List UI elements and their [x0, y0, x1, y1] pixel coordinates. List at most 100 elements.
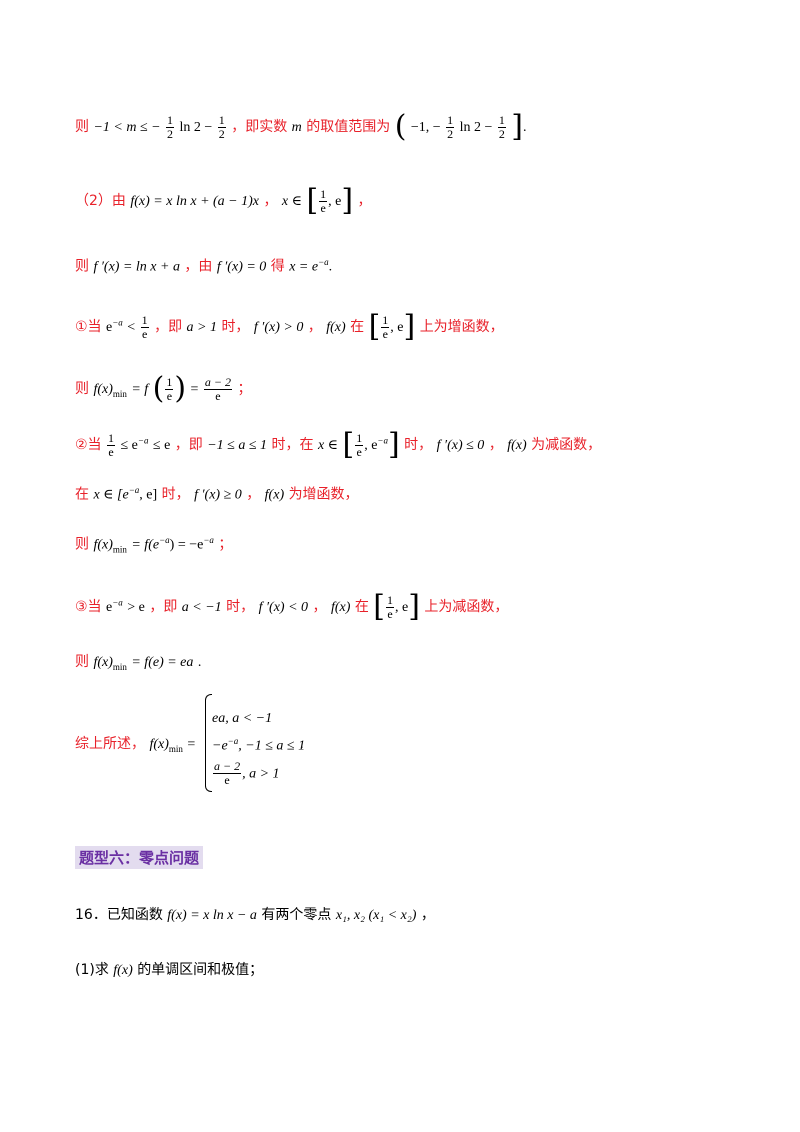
math: , e [390, 320, 404, 335]
text: ，即 [149, 599, 178, 615]
line-case2-increase: 在 x ∈ [e−a, e] 时， f ′(x) ≥ 0 ， f(x) 为增函数… [75, 480, 359, 506]
math: f ′(x) < 0 [258, 600, 309, 615]
math-exp: −a [159, 535, 170, 545]
line-case3-min: 则 f(x)min = f(e) = ea . [75, 652, 201, 677]
math: −1 ≤ a ≤ 1 [207, 438, 268, 453]
math: = f(e) = ea [131, 655, 194, 670]
text: 时， [161, 486, 190, 503]
text: ， [357, 193, 372, 209]
text: ，即 [174, 437, 203, 453]
math: < [127, 320, 136, 335]
math-ln2: ln 2 − [459, 120, 493, 135]
text: 在 [350, 319, 365, 335]
math-exp: −a [137, 435, 149, 446]
period: . [197, 655, 202, 670]
math: > e [127, 600, 145, 615]
math-exp: −a [112, 317, 123, 328]
text: 有两个零点 [261, 907, 332, 923]
text: ，即实数 [231, 119, 288, 135]
bracket-right: ] [341, 183, 354, 218]
period: . [328, 259, 333, 275]
text: 在 [75, 486, 89, 503]
math: = [190, 382, 199, 397]
math-fx: f(x) [93, 382, 113, 397]
math: , e [364, 438, 378, 453]
text: ， [246, 486, 261, 503]
text: ； [218, 536, 233, 553]
bracket-left: [ [368, 309, 381, 344]
math: , e [328, 194, 342, 209]
text: 上为减函数， [424, 599, 509, 615]
text: ，由 [184, 258, 213, 275]
question-part: (1)求 [75, 962, 109, 978]
math: = [187, 737, 196, 752]
text-summary: 综上所述， [75, 736, 145, 752]
line-question-16-1: (1)求 f(x) 的单调区间和极值； [75, 960, 263, 981]
math-exp: −a [128, 485, 140, 495]
math-fx: f(x) [149, 737, 169, 752]
paren-left: ( [152, 371, 165, 406]
math: f ′(x) > 0 [253, 320, 304, 335]
text: 在 [354, 599, 369, 615]
math-exp: −a [203, 535, 214, 545]
math: x ∈ [317, 438, 339, 453]
paren-right: ) [174, 371, 187, 406]
math-m: m [291, 120, 302, 135]
math-exp: −a [318, 257, 329, 267]
math: = f(e [131, 537, 160, 553]
question-lead: 16．已知函数 [75, 907, 163, 923]
period: . [300, 737, 304, 752]
text: 时，在 [271, 437, 314, 453]
math-fx: f(x) [330, 600, 351, 615]
text: 的取值范围为 [306, 119, 391, 135]
line-question-16: 16．已知函数 f(x) = x ln x − a 有两个零点 x₁, x₂ (… [75, 905, 435, 926]
math: ) = −e [169, 537, 204, 553]
math-zeros: x₁, x₂ (x₁ < x₂) [335, 908, 417, 923]
math: , e] [139, 487, 158, 503]
math-fx: f(x) [113, 963, 133, 978]
text-part2: （2）由 [75, 193, 126, 209]
text: 时， [404, 437, 433, 453]
math-sub: min [112, 544, 127, 555]
math-fx-definition: f(x) = x ln x + (a − 1)x [130, 194, 259, 209]
math-ln2: ln 2 − [179, 120, 213, 135]
math-exp: −a [112, 597, 123, 608]
math: f ′(x) ≥ 0 [194, 487, 242, 503]
math-fx: f(x) [326, 320, 346, 335]
math: ≤ e [120, 438, 138, 453]
text-ze: 则 [75, 381, 89, 397]
summary-period: . [300, 734, 304, 755]
text-ze: 则 [75, 119, 89, 135]
text: ， [420, 907, 435, 923]
math-fx: f(x) [93, 655, 113, 670]
math-fx: f(x) [507, 438, 527, 453]
text-ze: 则 [75, 536, 89, 553]
paren-left: ( [394, 109, 407, 144]
piecewise-brace [205, 694, 212, 792]
period: . [522, 120, 527, 135]
math-fx-definition: f(x) = x ln x − a [167, 908, 257, 923]
text-case3: ③当 [75, 599, 102, 615]
text: 时， [221, 319, 250, 335]
math: x ∈ [e [93, 487, 129, 503]
math: a > 1 [186, 320, 217, 335]
line-derivative: 则 f ′(x) = ln x + a ，由 f ′(x) = 0 得 x = … [75, 252, 332, 278]
text: ， [312, 599, 327, 615]
text: ； [237, 381, 252, 397]
math-sub: min [168, 743, 183, 754]
math-fx: f(x) [264, 487, 285, 503]
bracket-left: [ [342, 427, 355, 462]
math-m-inequality: −1 < m ≤ − [93, 120, 161, 135]
